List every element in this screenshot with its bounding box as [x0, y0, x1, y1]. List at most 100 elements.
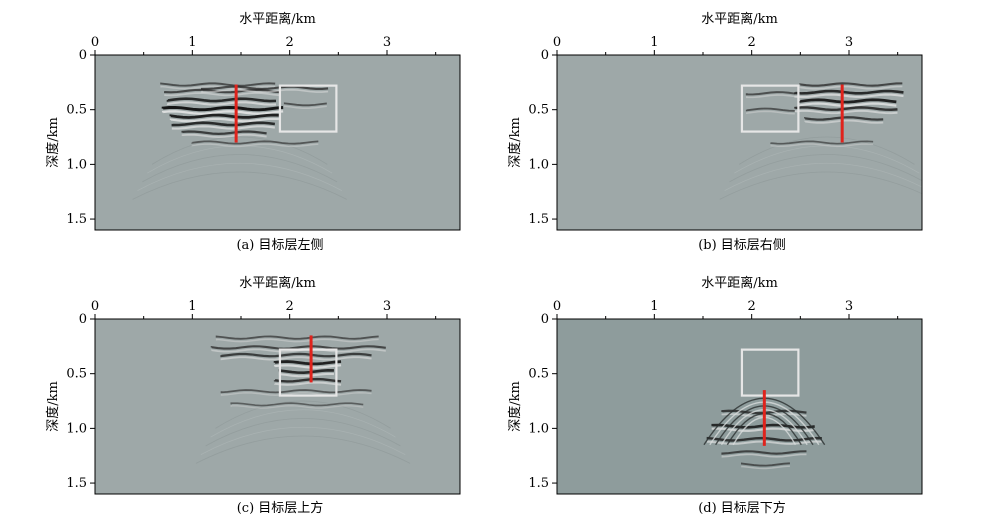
reflection-event-dark [721, 409, 807, 415]
diffraction-tail [147, 145, 333, 174]
reflection-event-dark [169, 113, 279, 119]
reflection-event-dark [798, 98, 897, 104]
reflection-event-light [160, 85, 276, 90]
reflection-event-light [284, 105, 327, 109]
reflection-event-light [230, 405, 364, 409]
caption-b: (b) 目标层右侧 [698, 238, 786, 253]
x-tick-label: 2 [748, 35, 756, 50]
x-tick-label: 0 [553, 35, 561, 50]
y-axis-label: 深度/km [45, 117, 61, 168]
reflection-event-light [721, 413, 807, 418]
reflection-event-dark [166, 97, 277, 103]
reflection-event-light [210, 348, 386, 353]
reflection-event-light [721, 453, 807, 458]
reflection-event-light [220, 392, 372, 396]
y-tick-label: 0 [541, 312, 549, 327]
x-tick-label: 2 [286, 299, 294, 314]
reflection-event-dark [741, 462, 790, 467]
x-tick-label: 0 [91, 299, 99, 314]
diffraction-tail [210, 409, 396, 438]
reflection-event-dark [220, 352, 372, 358]
x-tick-label: 3 [845, 35, 853, 50]
reflection-event-dark [161, 105, 284, 112]
reflection-event-light [274, 381, 342, 386]
y-tick-label: 1.0 [66, 421, 87, 436]
x-tick-label: 1 [650, 299, 658, 314]
reflection-event-light [164, 92, 280, 97]
caption-d: (d) 目标层下方 [698, 501, 786, 516]
reflection-event-light [220, 356, 372, 361]
reflection-event-dark [283, 102, 327, 107]
diffraction-tail [200, 427, 406, 455]
y-tick-label: 1.5 [66, 476, 87, 491]
reflection-event-dark [220, 389, 372, 394]
reflection-event-light [181, 133, 267, 139]
reflection-event-dark [181, 130, 267, 135]
y-tick-label: 1.0 [528, 421, 549, 436]
diffraction-tail [738, 136, 915, 165]
diffraction-tail [719, 171, 922, 200]
x-axis-label: 水平距离/km [701, 11, 778, 27]
x-axis-label: 水平距离/km [701, 275, 778, 291]
wavefield [132, 82, 347, 200]
y-tick-label: 0 [79, 312, 87, 327]
diffraction-tail [195, 435, 411, 464]
y-tick-label: 0 [79, 48, 87, 63]
reflection-event-light [161, 110, 284, 115]
x-tick-label: 0 [553, 299, 561, 314]
plot-frame [556, 318, 923, 495]
diffraction-tail [734, 145, 920, 174]
reflection-event-dark [191, 140, 319, 145]
reflection-event-dark [171, 121, 276, 127]
x-tick-label: 2 [748, 299, 756, 314]
target-box [740, 348, 800, 397]
reflection-event-dark [706, 436, 822, 442]
diffraction-tail [724, 163, 922, 191]
reflection-event-light [746, 110, 795, 115]
wavefield [195, 335, 411, 464]
reflection-event-dark [721, 450, 807, 455]
reflection-event-light [215, 338, 379, 343]
reflection-event-light [278, 372, 334, 378]
y-tick-label: 0 [541, 48, 549, 63]
y-tick-label: 1.5 [66, 212, 87, 227]
diffraction-tail [151, 136, 328, 165]
reflection-event-light [799, 102, 897, 107]
reflection-event-dark [201, 85, 329, 91]
diffraction-tail [142, 154, 338, 183]
target-box [740, 84, 800, 133]
diffraction-tail [137, 163, 343, 191]
y-axis-label: 深度/km [45, 381, 61, 432]
target-box [278, 84, 338, 133]
y-tick-label: 1.5 [528, 212, 549, 227]
plot-frame [94, 318, 461, 495]
reflection-event-dark [273, 360, 342, 366]
diffraction-tail [729, 154, 922, 183]
reflection-event-light [741, 465, 790, 470]
x-tick-label: 2 [286, 35, 294, 50]
reflection-event-light [191, 143, 319, 148]
reflection-event-light [794, 93, 904, 98]
diffraction-tail [215, 400, 391, 429]
plot-frame [94, 54, 461, 231]
reflection-event-dark [799, 82, 903, 87]
reflection-event-light [746, 94, 795, 99]
reflection-event-dark [230, 402, 364, 407]
diffraction-tail [205, 418, 401, 447]
x-axis-label: 水平距离/km [239, 275, 316, 291]
y-tick-label: 0.5 [528, 367, 549, 382]
x-tick-label: 3 [383, 35, 391, 50]
reflection-event-light [273, 364, 342, 369]
reflection-event-dark [278, 369, 334, 374]
caption-a: (a) 目标层左侧 [236, 238, 324, 253]
reflection-event-dark [745, 107, 795, 112]
reflection-event-light [770, 143, 874, 148]
y-tick-label: 1.5 [528, 476, 549, 491]
reflection-event-dark [160, 82, 276, 87]
y-axis-label: 深度/km [507, 381, 523, 432]
